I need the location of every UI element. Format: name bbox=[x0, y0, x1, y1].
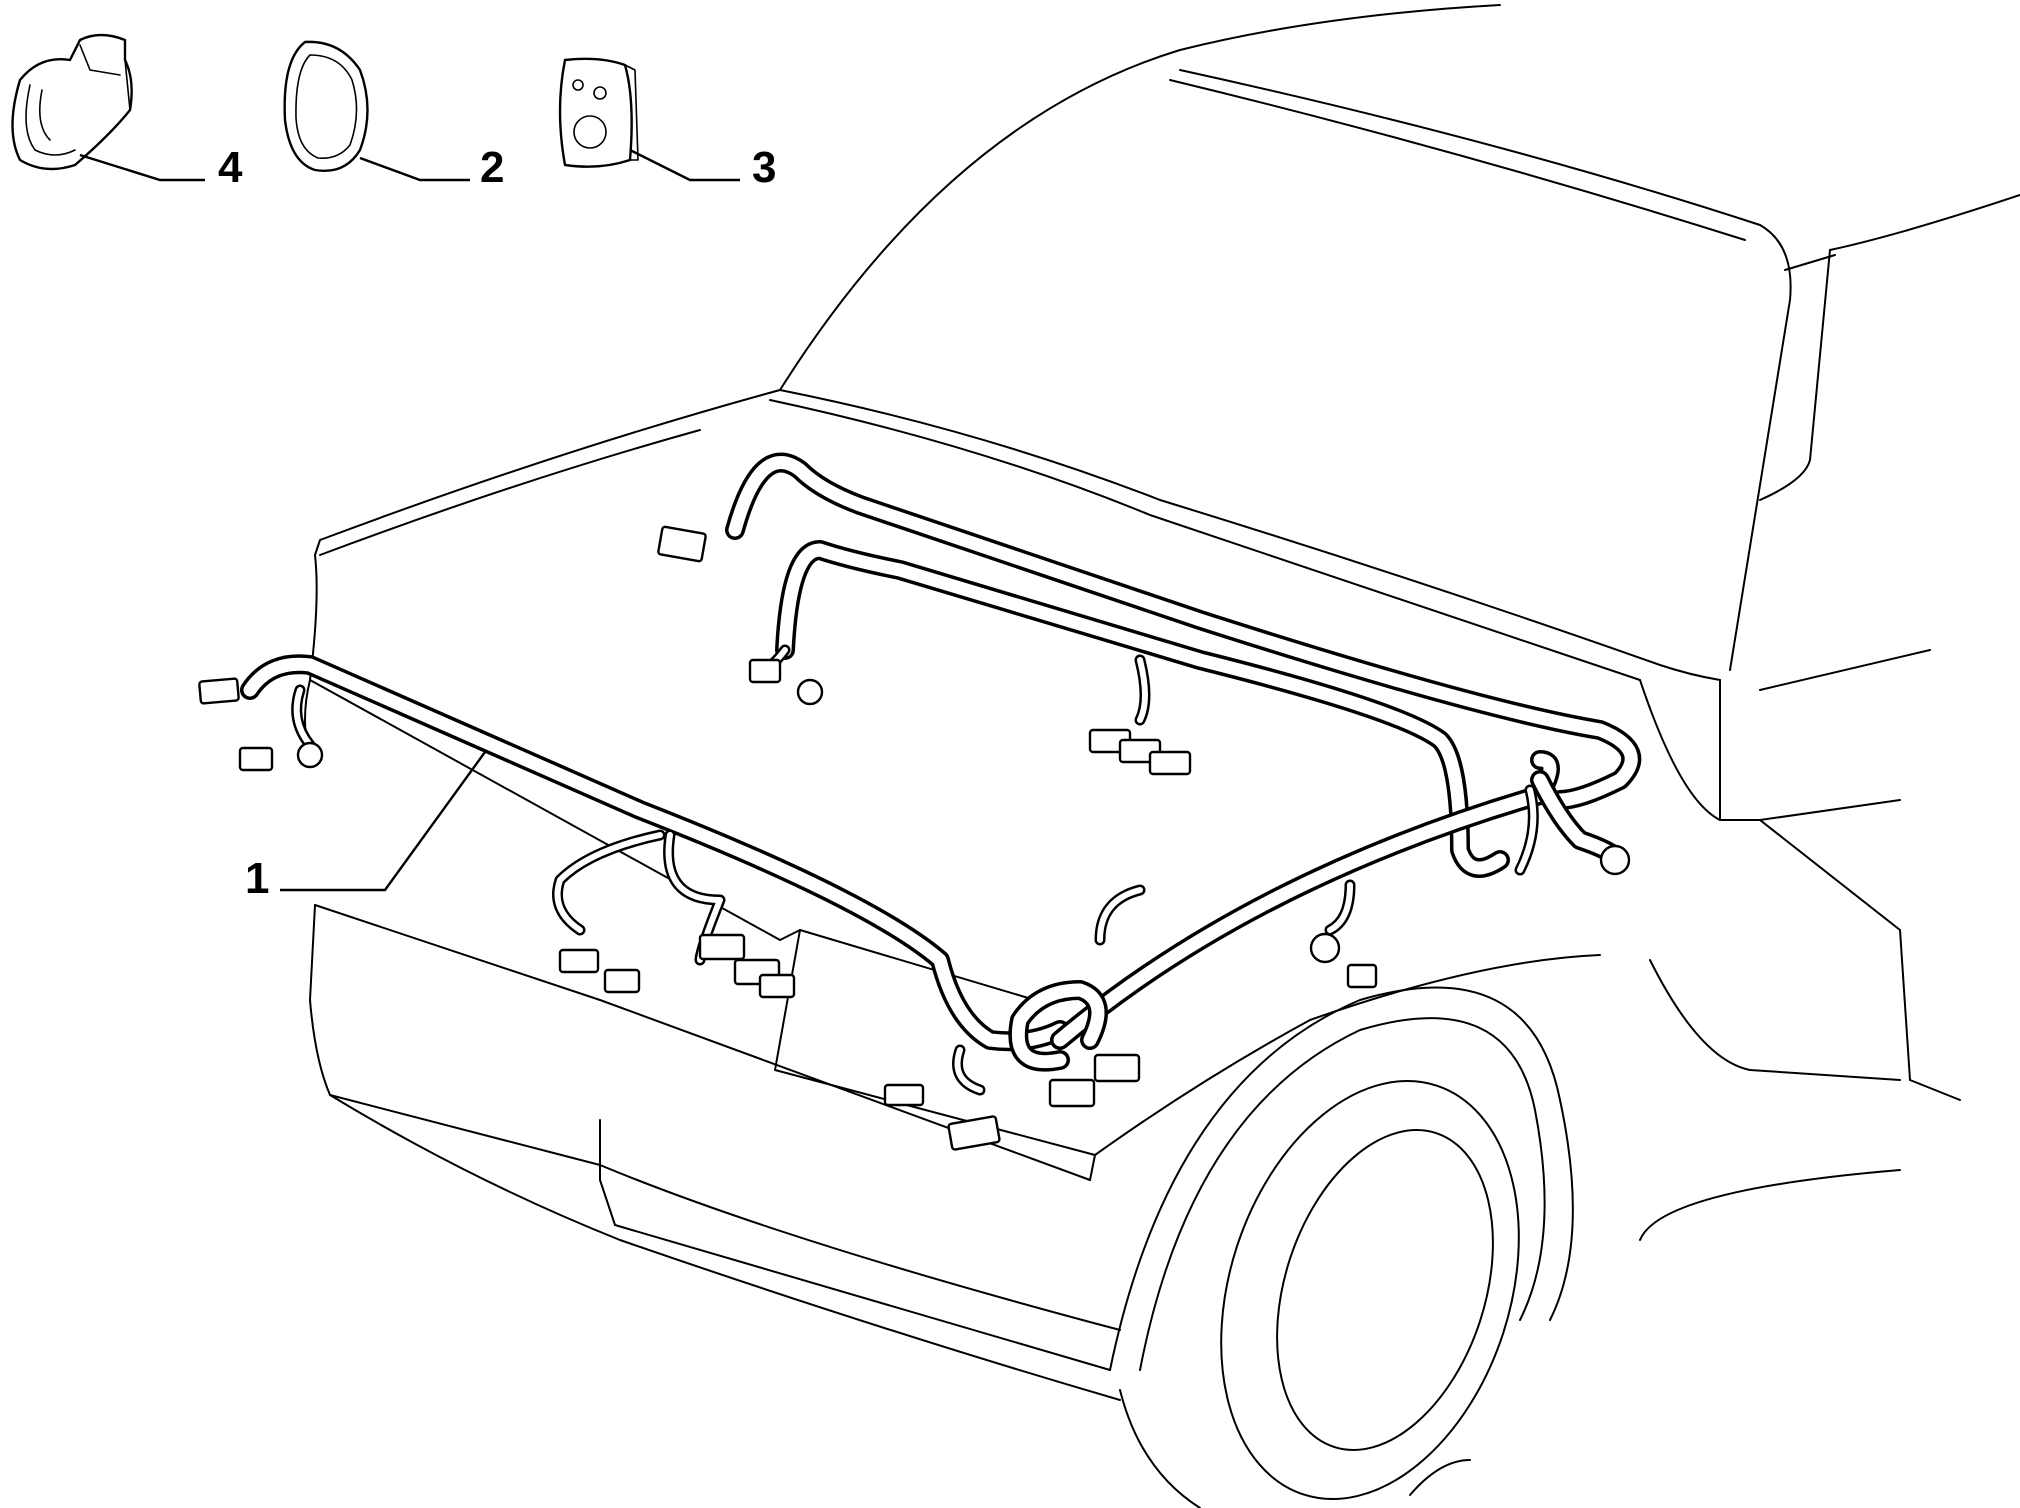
wiring-harness bbox=[240, 452, 1642, 1096]
part-3-rubber-plug bbox=[558, 57, 639, 168]
callout-2: 2 bbox=[480, 143, 504, 192]
callout-1: 1 bbox=[245, 854, 269, 903]
part-2-oval-grommet bbox=[283, 40, 369, 172]
part-4-harness-clip bbox=[11, 33, 133, 171]
callout-4: 4 bbox=[218, 143, 243, 192]
harness-connectors bbox=[198, 525, 1631, 1151]
callout-leaders bbox=[79, 148, 740, 892]
car-body-outline bbox=[304, 4, 2020, 1508]
callout-3: 3 bbox=[752, 143, 776, 192]
